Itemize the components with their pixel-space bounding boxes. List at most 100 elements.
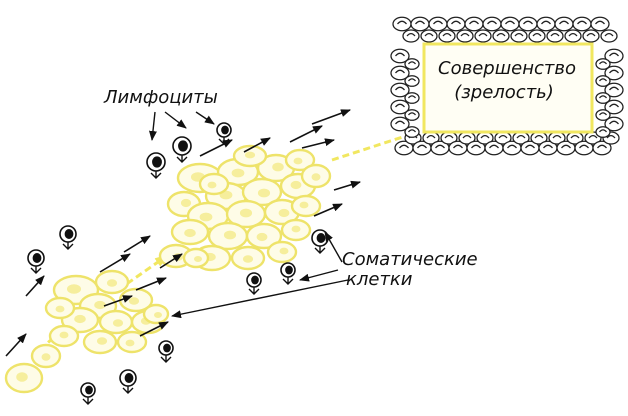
lymphocyte xyxy=(27,249,45,274)
border-bubble xyxy=(595,58,611,70)
lymphocyte xyxy=(158,340,174,363)
border-bubble xyxy=(484,140,504,156)
border-bubble xyxy=(404,92,420,104)
somatic-cell xyxy=(266,240,298,264)
border-bubble xyxy=(595,109,611,121)
border-bubble xyxy=(404,109,420,121)
somatic-cell xyxy=(241,177,283,207)
border-bubble xyxy=(420,29,438,43)
border-bubble xyxy=(394,140,414,156)
somatic-cell xyxy=(225,199,267,229)
somatic-cell xyxy=(82,329,118,355)
border-bubble xyxy=(404,126,420,138)
border-bubble xyxy=(446,16,466,32)
growth-arrow xyxy=(5,333,27,357)
border-bubble xyxy=(538,140,558,156)
somatic-cell xyxy=(245,222,283,250)
maturity-label: Совершенство (зрелость) xyxy=(438,57,577,105)
growth-arrow xyxy=(159,253,183,269)
somatic-cell xyxy=(170,218,210,246)
somatic-cell xyxy=(198,172,230,196)
border-bubble xyxy=(604,82,624,98)
flow-arrow-2 xyxy=(117,253,169,292)
somatic-cell xyxy=(4,362,44,394)
border-bubble xyxy=(604,116,624,132)
maturity-label-line1: Совершенство xyxy=(438,58,577,79)
lymphocyte xyxy=(146,152,166,179)
lymphocyte xyxy=(119,369,137,394)
growth-arrow xyxy=(25,275,45,297)
border-bubble xyxy=(428,16,448,32)
growth-arrow xyxy=(289,125,323,143)
border-bubble xyxy=(604,48,624,64)
border-bubble xyxy=(390,116,410,132)
border-bubble xyxy=(595,75,611,87)
border-bubble xyxy=(604,65,624,81)
maturity-box-border xyxy=(390,16,624,156)
border-bubble xyxy=(546,29,564,43)
border-bubble xyxy=(466,140,486,156)
border-bubble xyxy=(392,16,412,32)
border-bubble xyxy=(404,58,420,70)
somatic-cell xyxy=(284,148,316,172)
somatic-cells-label: Соматические клетки xyxy=(342,250,478,290)
border-bubble xyxy=(510,29,528,43)
border-bubble xyxy=(548,131,566,145)
lymphocyte xyxy=(172,136,192,163)
border-bubble xyxy=(390,65,410,81)
border-bubble xyxy=(492,29,510,43)
lymphocyte xyxy=(246,272,262,295)
growth-arrow xyxy=(123,235,151,253)
border-bubble xyxy=(474,29,492,43)
somatic-cell xyxy=(98,309,134,335)
border-bubble xyxy=(412,140,432,156)
growth-arrow xyxy=(99,253,131,273)
border-bubble xyxy=(554,16,574,32)
lymphocyte xyxy=(80,382,96,405)
border-bubble xyxy=(590,16,610,32)
growth-arrow xyxy=(311,109,351,125)
border-bubble xyxy=(402,29,420,43)
maturity-label-line2: (зрелость) xyxy=(454,82,554,103)
border-bubble xyxy=(564,29,582,43)
growth-arrows xyxy=(5,109,361,357)
border-bubble xyxy=(528,29,546,43)
border-bubble xyxy=(592,140,612,156)
growth-arrow xyxy=(103,295,133,307)
border-bubble xyxy=(464,16,484,32)
border-bubble xyxy=(512,131,530,145)
somatic-cell xyxy=(300,163,332,189)
label-leaders xyxy=(148,111,349,319)
border-bubble xyxy=(438,29,456,43)
somatic-cell xyxy=(280,218,312,242)
somatic-cell xyxy=(30,343,62,369)
flow-arrow-3 xyxy=(331,130,419,162)
somatic-cell xyxy=(94,269,130,295)
growth-arrow xyxy=(199,139,233,157)
lymphocyte xyxy=(280,262,296,285)
growth-arrow xyxy=(135,277,167,291)
border-bubble xyxy=(536,16,556,32)
border-bubble xyxy=(404,75,420,87)
somatic-label-line2: клетки xyxy=(346,269,413,290)
growth-arrow xyxy=(333,180,361,191)
growth-arrow xyxy=(243,137,271,153)
border-bubble xyxy=(582,29,600,43)
border-bubble xyxy=(422,131,440,145)
somatic-cell xyxy=(182,247,210,269)
border-bubble xyxy=(530,131,548,145)
border-bubble xyxy=(572,16,592,32)
somatic-cell xyxy=(48,324,80,348)
growth-arrow xyxy=(313,203,343,217)
border-bubble xyxy=(600,29,618,43)
somatic-cell xyxy=(142,303,170,325)
maturity-box xyxy=(422,42,594,134)
border-bubble xyxy=(390,82,410,98)
growth-arrow xyxy=(301,138,335,149)
somatic-cell xyxy=(290,194,322,218)
border-bubble xyxy=(604,99,624,115)
somatic-cell xyxy=(116,330,148,354)
growth-arrow xyxy=(139,321,169,337)
border-bubble xyxy=(556,140,576,156)
border-bubble xyxy=(390,48,410,64)
